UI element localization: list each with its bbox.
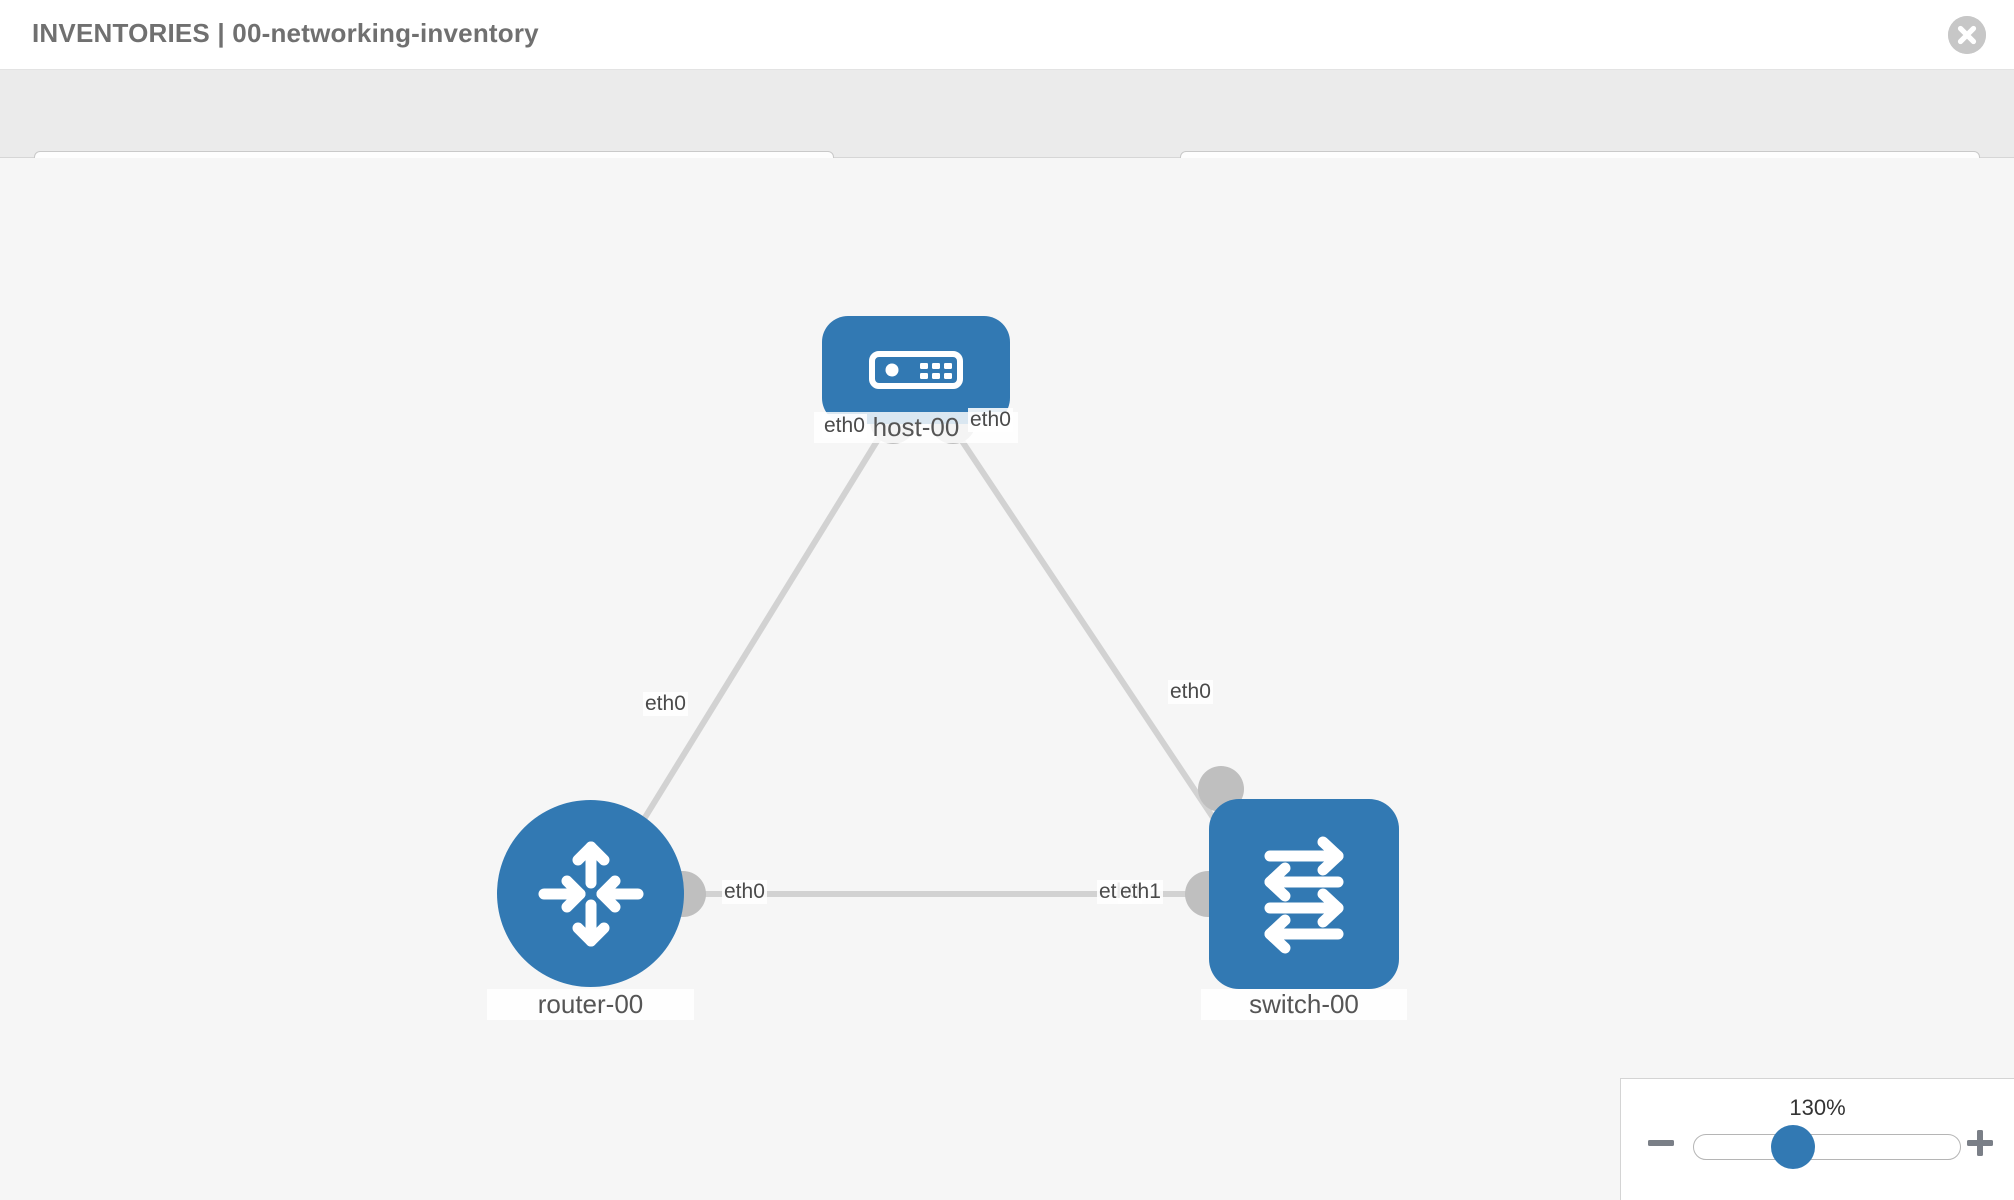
link-host-switch — [945, 418, 1243, 860]
page-title: INVENTORIES | 00-networking-inventory — [32, 18, 539, 48]
node-switch-00-shape[interactable] — [1209, 799, 1399, 989]
node-host-00-shape[interactable] — [822, 316, 1010, 424]
zoom-level-value: 130% — [1789, 1095, 1846, 1120]
port-label-host-right: eth0 — [968, 408, 1013, 432]
toolbar: ACTIONS SEARCH — [0, 70, 2014, 203]
link-host-router — [617, 418, 893, 860]
close-icon[interactable] — [1948, 16, 1986, 54]
port-label-switch-up: eth0 — [1168, 680, 1213, 704]
router-arrows-icon — [538, 841, 643, 946]
node-router-00-shape[interactable] — [497, 800, 684, 987]
port-label-host-left: eth0 — [822, 414, 867, 438]
node-router-00-label: router-00 — [487, 989, 694, 1020]
port-label-router-right: eth0 — [722, 880, 767, 904]
topology-links — [617, 418, 1243, 897]
zoom-slider-track[interactable] — [1693, 1134, 1961, 1160]
port-label-router-up: eth0 — [643, 692, 688, 716]
page-header: INVENTORIES | 00-networking-inventory — [0, 0, 2014, 70]
switch-arrows-icon — [1264, 836, 1344, 954]
topology-canvas[interactable]: host-00 — [0, 158, 2014, 1200]
port-label-switch-left: eth1 — [1118, 880, 1163, 904]
server-icon — [869, 351, 963, 389]
plus-icon[interactable] — [1964, 1127, 1996, 1159]
zoom-control[interactable]: 130% — [1620, 1078, 2014, 1200]
minus-icon[interactable] — [1645, 1127, 1677, 1159]
node-switch-00-label: switch-00 — [1201, 989, 1407, 1020]
zoom-slider-thumb[interactable] — [1771, 1125, 1815, 1169]
